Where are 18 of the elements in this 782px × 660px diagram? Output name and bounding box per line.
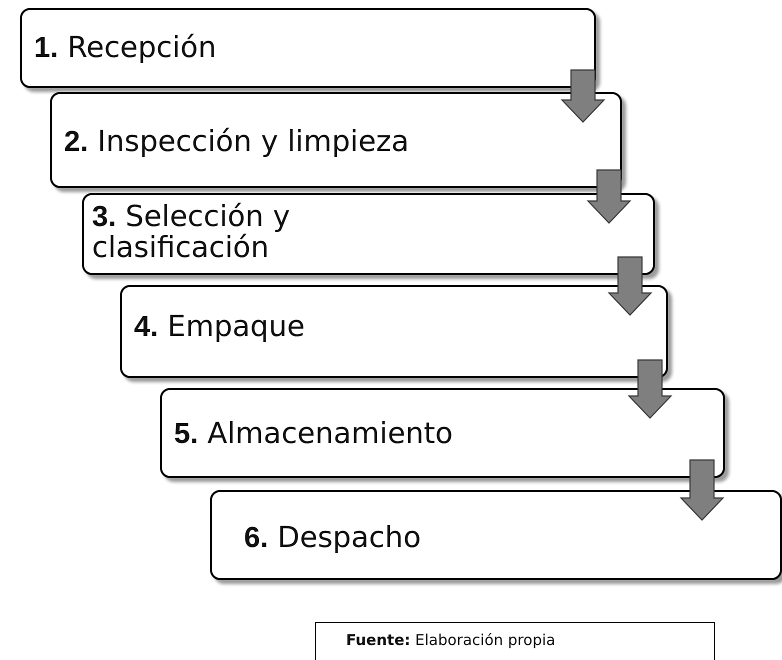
process-box [160, 388, 725, 478]
step-label: 6. Despacho [244, 522, 421, 554]
block-arrow [586, 169, 632, 224]
step-label: 2. Inspección y limpieza [64, 126, 410, 158]
block-arrow [560, 69, 606, 123]
block-arrow [680, 459, 724, 521]
process-box [120, 285, 668, 378]
process-box [210, 490, 782, 580]
source-note: Fuente: Elaboración propia [315, 622, 715, 660]
block-arrow [608, 256, 652, 316]
step-label: 5. Almacenamiento [174, 418, 453, 450]
process-box [50, 92, 622, 188]
step-label: 4. Empaque [134, 311, 305, 342]
process-box [20, 8, 596, 88]
block-arrow [628, 359, 672, 419]
process-box [82, 193, 655, 275]
step-label: 3. Selección y clasificación [92, 201, 292, 263]
step-label: 1. Recepción [34, 32, 216, 64]
